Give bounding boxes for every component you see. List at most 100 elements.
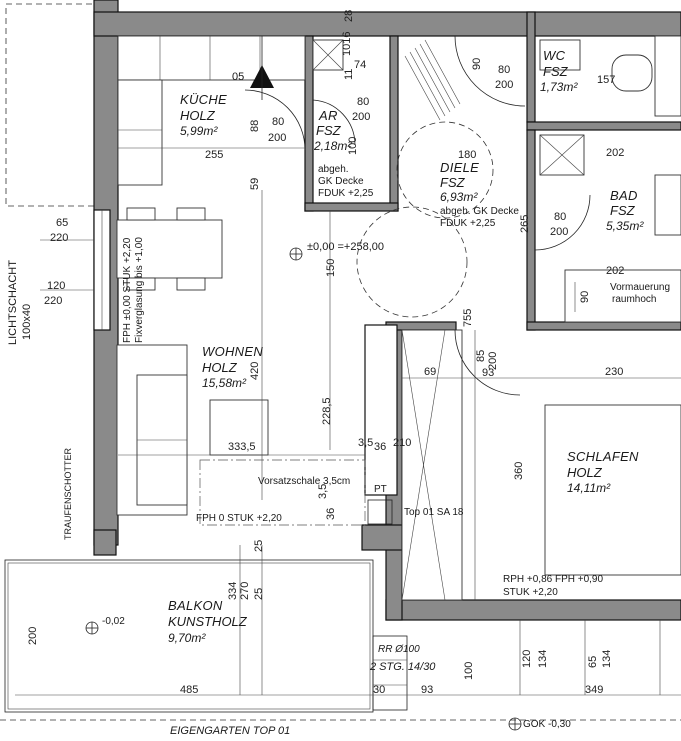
dim-74: 74	[354, 59, 366, 71]
dim-30: 30	[373, 684, 385, 696]
svg-text:KÜCHE: KÜCHE	[180, 92, 227, 107]
fixverglasung-note: Fixverglasung bis +1,00	[134, 237, 145, 343]
wc-toilet	[611, 54, 653, 92]
dim-157: 157	[597, 74, 615, 86]
svg-text:FDUK +2,25: FDUK +2,25	[440, 218, 496, 229]
kitchen-door-swing	[244, 89, 306, 151]
dim-85: 85	[475, 350, 487, 362]
svg-text:FSZ: FSZ	[316, 123, 342, 138]
stairs-hatch	[404, 39, 461, 121]
dim-202a: 202	[606, 147, 624, 159]
dim-349: 349	[585, 684, 603, 696]
room-ar: AR FSZ 2,18m² abgeh. GK Decke FDUK +2,25	[313, 108, 374, 199]
dim-200a: 200	[268, 132, 286, 144]
dim-255: 255	[205, 149, 223, 161]
dim-200b: 200	[352, 111, 370, 123]
dim-485: 485	[180, 684, 198, 696]
rph-note: RPH +0,86 FPH +0,90	[503, 574, 603, 585]
svg-text:SCHLAFEN: SCHLAFEN	[567, 449, 639, 464]
dim-270: 270	[239, 582, 251, 600]
left-windows	[93, 209, 111, 331]
svg-text:WC: WC	[543, 48, 566, 63]
svg-text:9,70m²: 9,70m²	[168, 631, 206, 645]
dim-755: 755	[462, 309, 474, 327]
fph-window-note: FPH ±0,00 STUK +2,20	[122, 237, 133, 343]
dim-200d: 200	[550, 226, 568, 238]
svg-text:FDUK +2,25: FDUK +2,25	[318, 188, 374, 199]
dim-11: 11	[343, 69, 355, 80]
dim-3335: 333,5	[228, 441, 256, 453]
svg-text:HOLZ: HOLZ	[180, 108, 216, 123]
wardrobe	[401, 329, 463, 601]
dim-36a: 36	[374, 441, 386, 453]
dim-80b: 80	[357, 96, 369, 108]
svg-text:5,35m²: 5,35m²	[606, 219, 644, 233]
dim-360: 360	[513, 462, 525, 480]
dim-36b: 36	[325, 508, 337, 520]
svg-text:GK Decke: GK Decke	[318, 176, 364, 187]
lichtschacht-label: LICHTSCHACHT	[7, 260, 19, 345]
bath-tub	[564, 269, 681, 323]
stg-note: 2 STG. 14/30	[369, 661, 436, 673]
svg-text:AR: AR	[318, 108, 338, 123]
dim-200e: 200	[487, 352, 499, 370]
dim-220b: 220	[44, 295, 62, 307]
dim-202b: 202	[606, 265, 624, 277]
svg-text:abgeh.: abgeh.	[318, 164, 349, 175]
dim-1016: 1016	[341, 32, 353, 56]
dim-90a: 90	[471, 58, 483, 70]
dim-220a: 220	[50, 232, 68, 244]
vormauerung-2: raumhoch	[612, 294, 656, 305]
dim-265: 265	[519, 215, 531, 233]
svg-text:2,18m²: 2,18m²	[313, 139, 352, 153]
svg-text:HOLZ: HOLZ	[567, 465, 603, 480]
svg-text:FSZ: FSZ	[543, 64, 569, 79]
svg-text:14,11m²: 14,11m²	[567, 481, 611, 495]
room-diele: DIELE FSZ 6,93m² abgeh. GK Decke FDUK +2…	[440, 160, 519, 229]
dim-134b: 134	[601, 650, 613, 668]
bath-sink	[654, 174, 681, 236]
dim-200f: 200	[27, 627, 39, 645]
level-main: ±0,00 =+258,00	[307, 241, 384, 253]
svg-text:WOHNEN: WOHNEN	[202, 344, 263, 359]
svg-text:DIELE: DIELE	[440, 160, 479, 175]
pt-box	[367, 499, 393, 525]
lichtschacht-outline	[5, 3, 95, 207]
dim-80c: 80	[498, 64, 510, 76]
stair-number: 05	[232, 71, 244, 83]
dim-100a: 100	[347, 137, 359, 155]
dim-2285: 228,5	[321, 397, 333, 425]
dimension-lines	[15, 147, 681, 696]
dim-120a: 120	[47, 280, 65, 292]
dim-28: 28	[343, 10, 355, 22]
dim-88: 88	[249, 120, 261, 132]
dim-180: 180	[458, 149, 476, 161]
sofa	[116, 344, 188, 516]
svg-text:FSZ: FSZ	[440, 175, 466, 190]
dim-230: 230	[605, 366, 623, 378]
coffee-table	[209, 399, 269, 456]
balcony-steps	[372, 635, 408, 711]
vorsatzschale-note: Vorsatzschale 3,5cm	[258, 476, 350, 487]
room-kueche: KÜCHE HOLZ 5,99m²	[180, 92, 227, 138]
dim-65b: 65	[587, 656, 599, 668]
svg-text:abgeh. GK Decke: abgeh. GK Decke	[440, 206, 519, 217]
dim-334: 334	[227, 582, 239, 600]
svg-text:HOLZ: HOLZ	[202, 360, 238, 375]
level-marker-icon	[289, 247, 303, 261]
dim-69: 69	[424, 366, 436, 378]
room-schlafen: SCHLAFEN HOLZ 14,11m²	[567, 449, 639, 495]
dim-420: 420	[249, 362, 261, 380]
vormauerung-1: Vormauerung	[610, 282, 670, 293]
svg-text:1,73m²: 1,73m²	[540, 80, 578, 94]
svg-text:15,58m²: 15,58m²	[202, 376, 247, 390]
gok-note: GOK -0,30	[523, 719, 571, 730]
dim-93b: 93	[421, 684, 433, 696]
dim-120b: 120	[521, 650, 533, 668]
pt-note: PT	[374, 484, 387, 495]
dim-80a: 80	[272, 116, 284, 128]
dim-90b: 90	[579, 291, 591, 303]
rr-note: RR Ø100	[378, 644, 420, 655]
room-wc: WC FSZ 1,73m²	[540, 48, 578, 94]
schlafen-door-swing	[454, 329, 521, 396]
